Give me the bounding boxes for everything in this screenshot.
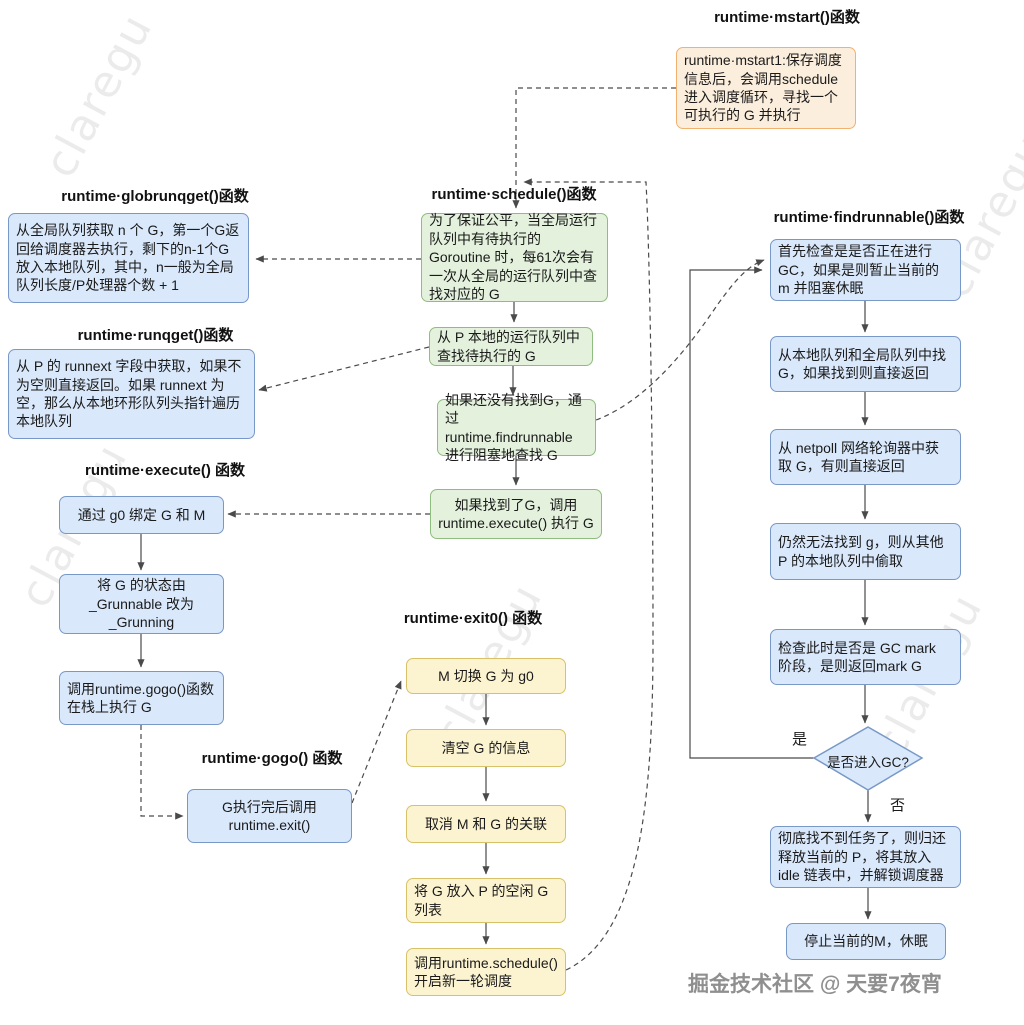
execute-step-1: 通过 g0 绑定 G 和 M bbox=[59, 496, 224, 534]
gogo-step: G执行完后调用 runtime.exit() bbox=[187, 789, 352, 843]
exit0-step-4: 将 G 放入 P 的空闲 G 列表 bbox=[406, 878, 566, 923]
exit0-title: runtime·exit0() 函数 bbox=[403, 610, 543, 627]
findrunnable-step-1: 首先检查是是否正在进行 GC，如果是则暂止当前的 m 并阻塞休眠 bbox=[770, 239, 961, 301]
schedule-step-1: 为了保证公平，当全局运行队列中有待执行的 Goroutine 时，每61次会有一… bbox=[421, 212, 608, 302]
schedule-step-2: 从 P 本地的运行队列中查找待执行的 G bbox=[429, 327, 593, 366]
arrow-exit0-loop-to-schedule bbox=[523, 178, 654, 971]
exit0-step-1: M 切换 G 为 g0 bbox=[406, 658, 566, 694]
findrunnable-step-3: 从 netpoll 网络轮询器中获取 G，有则直接返回 bbox=[770, 429, 961, 485]
gogo-title: runtime·gogo() 函数 bbox=[201, 750, 343, 767]
arrow-gogo-to-exit0 bbox=[351, 680, 402, 804]
exit0-step-3: 取消 M 和 G 的关联 bbox=[406, 805, 566, 843]
globrunqget-title: runtime·globrunqget()函数 bbox=[61, 188, 249, 205]
runqget-step: 从 P 的 runnext 字段中获取，如果不为空则直接返回。如果 runnex… bbox=[8, 349, 255, 439]
execute-step-2: 将 G 的状态由 _Grunnable 改为 _Grunning bbox=[59, 574, 224, 634]
gc-decision-label: 是否进入GC? bbox=[827, 755, 909, 770]
execute-step-3: 调用runtime.gogo()函数在栈上执行 G bbox=[59, 671, 224, 725]
arrow-execute-to-gogo bbox=[140, 725, 184, 820]
execute-title: runtime·execute() 函数 bbox=[84, 462, 246, 479]
findrunnable-title: runtime·findrunnable()函数 bbox=[773, 209, 965, 226]
exit0-step-2: 清空 G 的信息 bbox=[406, 729, 566, 767]
mstart-title: runtime·mstart()函数 bbox=[714, 9, 860, 26]
findrunnable-step-4: 仍然无法找到 g，则从其他 P 的本地队列中偷取 bbox=[770, 523, 961, 580]
exit0-step-5: 调用runtime.schedule() 开启新一轮调度 bbox=[406, 948, 566, 996]
runqget-title: runtime·runqget()函数 bbox=[77, 327, 234, 344]
mstart-step: runtime·mstart1:保存调度信息后，会调用schedule进入调度循… bbox=[676, 47, 856, 129]
findrunnable-step-2: 从本地队列和全局队列中找 G，如果找到则直接返回 bbox=[770, 336, 961, 392]
footer-watermark: 掘金技术社区 @ 天要7夜宵 bbox=[688, 973, 942, 996]
schedule-step-4: 如果找到了G，调用 runtime.execute() 执行 G bbox=[430, 489, 602, 539]
arrow-schedule-to-runqget bbox=[258, 346, 430, 392]
arrow-schedule-to-findrunnable bbox=[595, 259, 765, 421]
globrunqget-step: 从全局队列获取 n 个 G，第一个G返回给调度器去执行，剩下的n-1个G放入本地… bbox=[8, 213, 249, 303]
no-label: 否 bbox=[890, 797, 906, 814]
findrunnable-after-1: 彻底找不到任务了，则归还释放当前的 P，将其放入 idle 链表中，并解锁调度器 bbox=[770, 826, 961, 888]
arrow-decision-yes-loop bbox=[689, 266, 814, 759]
yes-label: 是 bbox=[792, 731, 808, 748]
findrunnable-step-5: 检查此时是否是 GC mark 阶段，是则返回mark G bbox=[770, 629, 961, 685]
schedule-title: runtime·schedule()函数 bbox=[431, 186, 597, 203]
findrunnable-after-2: 停止当前的M，休眠 bbox=[786, 923, 946, 960]
gc-decision-diamond bbox=[812, 726, 924, 791]
schedule-step-3: 如果还没有找到G，通过 runtime.findrunnable 进行阻塞地查找… bbox=[437, 392, 596, 463]
